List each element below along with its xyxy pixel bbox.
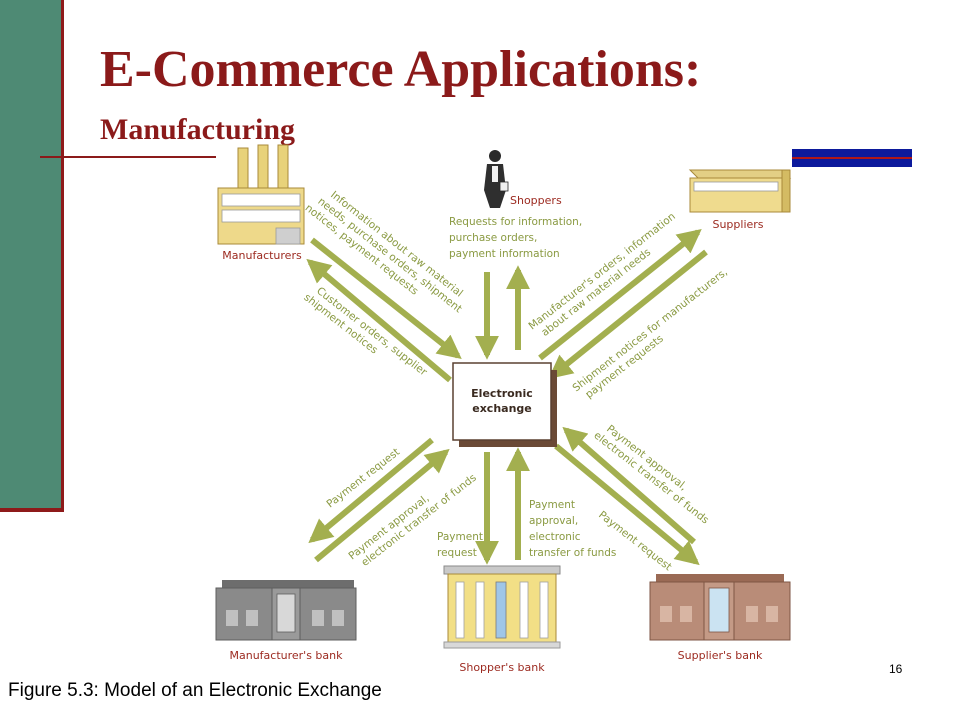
sidebar-accent-bar bbox=[0, 0, 64, 512]
svg-text:about raw material needs: about raw material needs bbox=[539, 246, 653, 339]
figure-caption: Figure 5.3: Model of an Electronic Excha… bbox=[8, 680, 382, 701]
arrow-manufacturers-to-exchange bbox=[310, 237, 462, 359]
exchange-label-line2: exchange bbox=[472, 402, 532, 415]
svg-text:electronic: electronic bbox=[529, 531, 581, 543]
electronic-exchange-node: Electronic exchange bbox=[452, 362, 557, 447]
svg-text:payment information: payment information bbox=[449, 248, 560, 260]
slide-subtitle: Manufacturing bbox=[100, 113, 295, 146]
suppliers-bank-label: Supplier's bank bbox=[678, 649, 763, 662]
svg-text:Payment: Payment bbox=[437, 531, 483, 543]
arrow-exchange-to-manufacturers bbox=[306, 258, 452, 383]
shoppers-bank-icon bbox=[443, 565, 561, 649]
suppliers-label: Suppliers bbox=[712, 218, 763, 231]
page-number: 16 bbox=[889, 662, 903, 676]
svg-text:Customer orders, supplier: Customer orders, supplier bbox=[314, 285, 430, 379]
slide-title: E-Commerce Applications: bbox=[100, 41, 702, 98]
svg-text:Payment request: Payment request bbox=[596, 509, 674, 573]
flow-label-shoppers-out: Requests for information, purchase order… bbox=[449, 216, 582, 260]
arrow-exchange-to-suppliers bbox=[538, 229, 702, 361]
factory-icon bbox=[217, 144, 305, 245]
svg-text:Manufacturer's orders, informa: Manufacturer's orders, information bbox=[526, 210, 677, 332]
flow-label-suppliers-bank-in: Payment request bbox=[596, 509, 674, 573]
title-rule bbox=[40, 156, 216, 158]
arrow-suppliers-to-exchange bbox=[548, 249, 708, 380]
svg-text:approval,: approval, bbox=[529, 515, 578, 527]
svg-text:purchase orders,: purchase orders, bbox=[449, 232, 537, 244]
manufacturers-bank-icon bbox=[215, 580, 357, 641]
flow-label-manufacturers-in: Customer orders, supplier shipment notic… bbox=[301, 285, 430, 379]
flow-arrows bbox=[306, 229, 708, 566]
arrow-exchange-to-manufacturers-bank bbox=[308, 437, 434, 544]
flow-label-shoppers-bank-in: Payment request bbox=[437, 531, 483, 559]
shoppers-label: Shoppers bbox=[510, 194, 562, 207]
decorative-band-stripe bbox=[792, 157, 912, 159]
shopper-person-icon bbox=[484, 150, 509, 208]
arrow-manufacturers-bank-to-exchange bbox=[314, 448, 450, 563]
manufacturers-bank-label: Manufacturer's bank bbox=[229, 649, 343, 662]
flow-label-shoppers-bank-out: Payment approval, electronic transfer of… bbox=[529, 499, 616, 559]
shoppers-bank-label: Shopper's bank bbox=[459, 661, 545, 674]
warehouse-icon bbox=[688, 169, 792, 213]
manufacturers-label: Manufacturers bbox=[222, 249, 302, 262]
arrow-exchange-to-suppliers-bank bbox=[554, 443, 700, 566]
suppliers-bank-icon bbox=[649, 574, 791, 641]
arrow-suppliers-bank-to-exchange bbox=[562, 426, 696, 545]
svg-text:transfer of funds: transfer of funds bbox=[529, 547, 616, 559]
svg-text:Requests for information,: Requests for information, bbox=[449, 216, 582, 228]
svg-text:request: request bbox=[437, 547, 477, 559]
svg-text:electronic transfer of funds: electronic transfer of funds bbox=[591, 429, 711, 526]
svg-text:Payment: Payment bbox=[529, 499, 575, 511]
exchange-label-line1: Electronic bbox=[471, 387, 533, 400]
